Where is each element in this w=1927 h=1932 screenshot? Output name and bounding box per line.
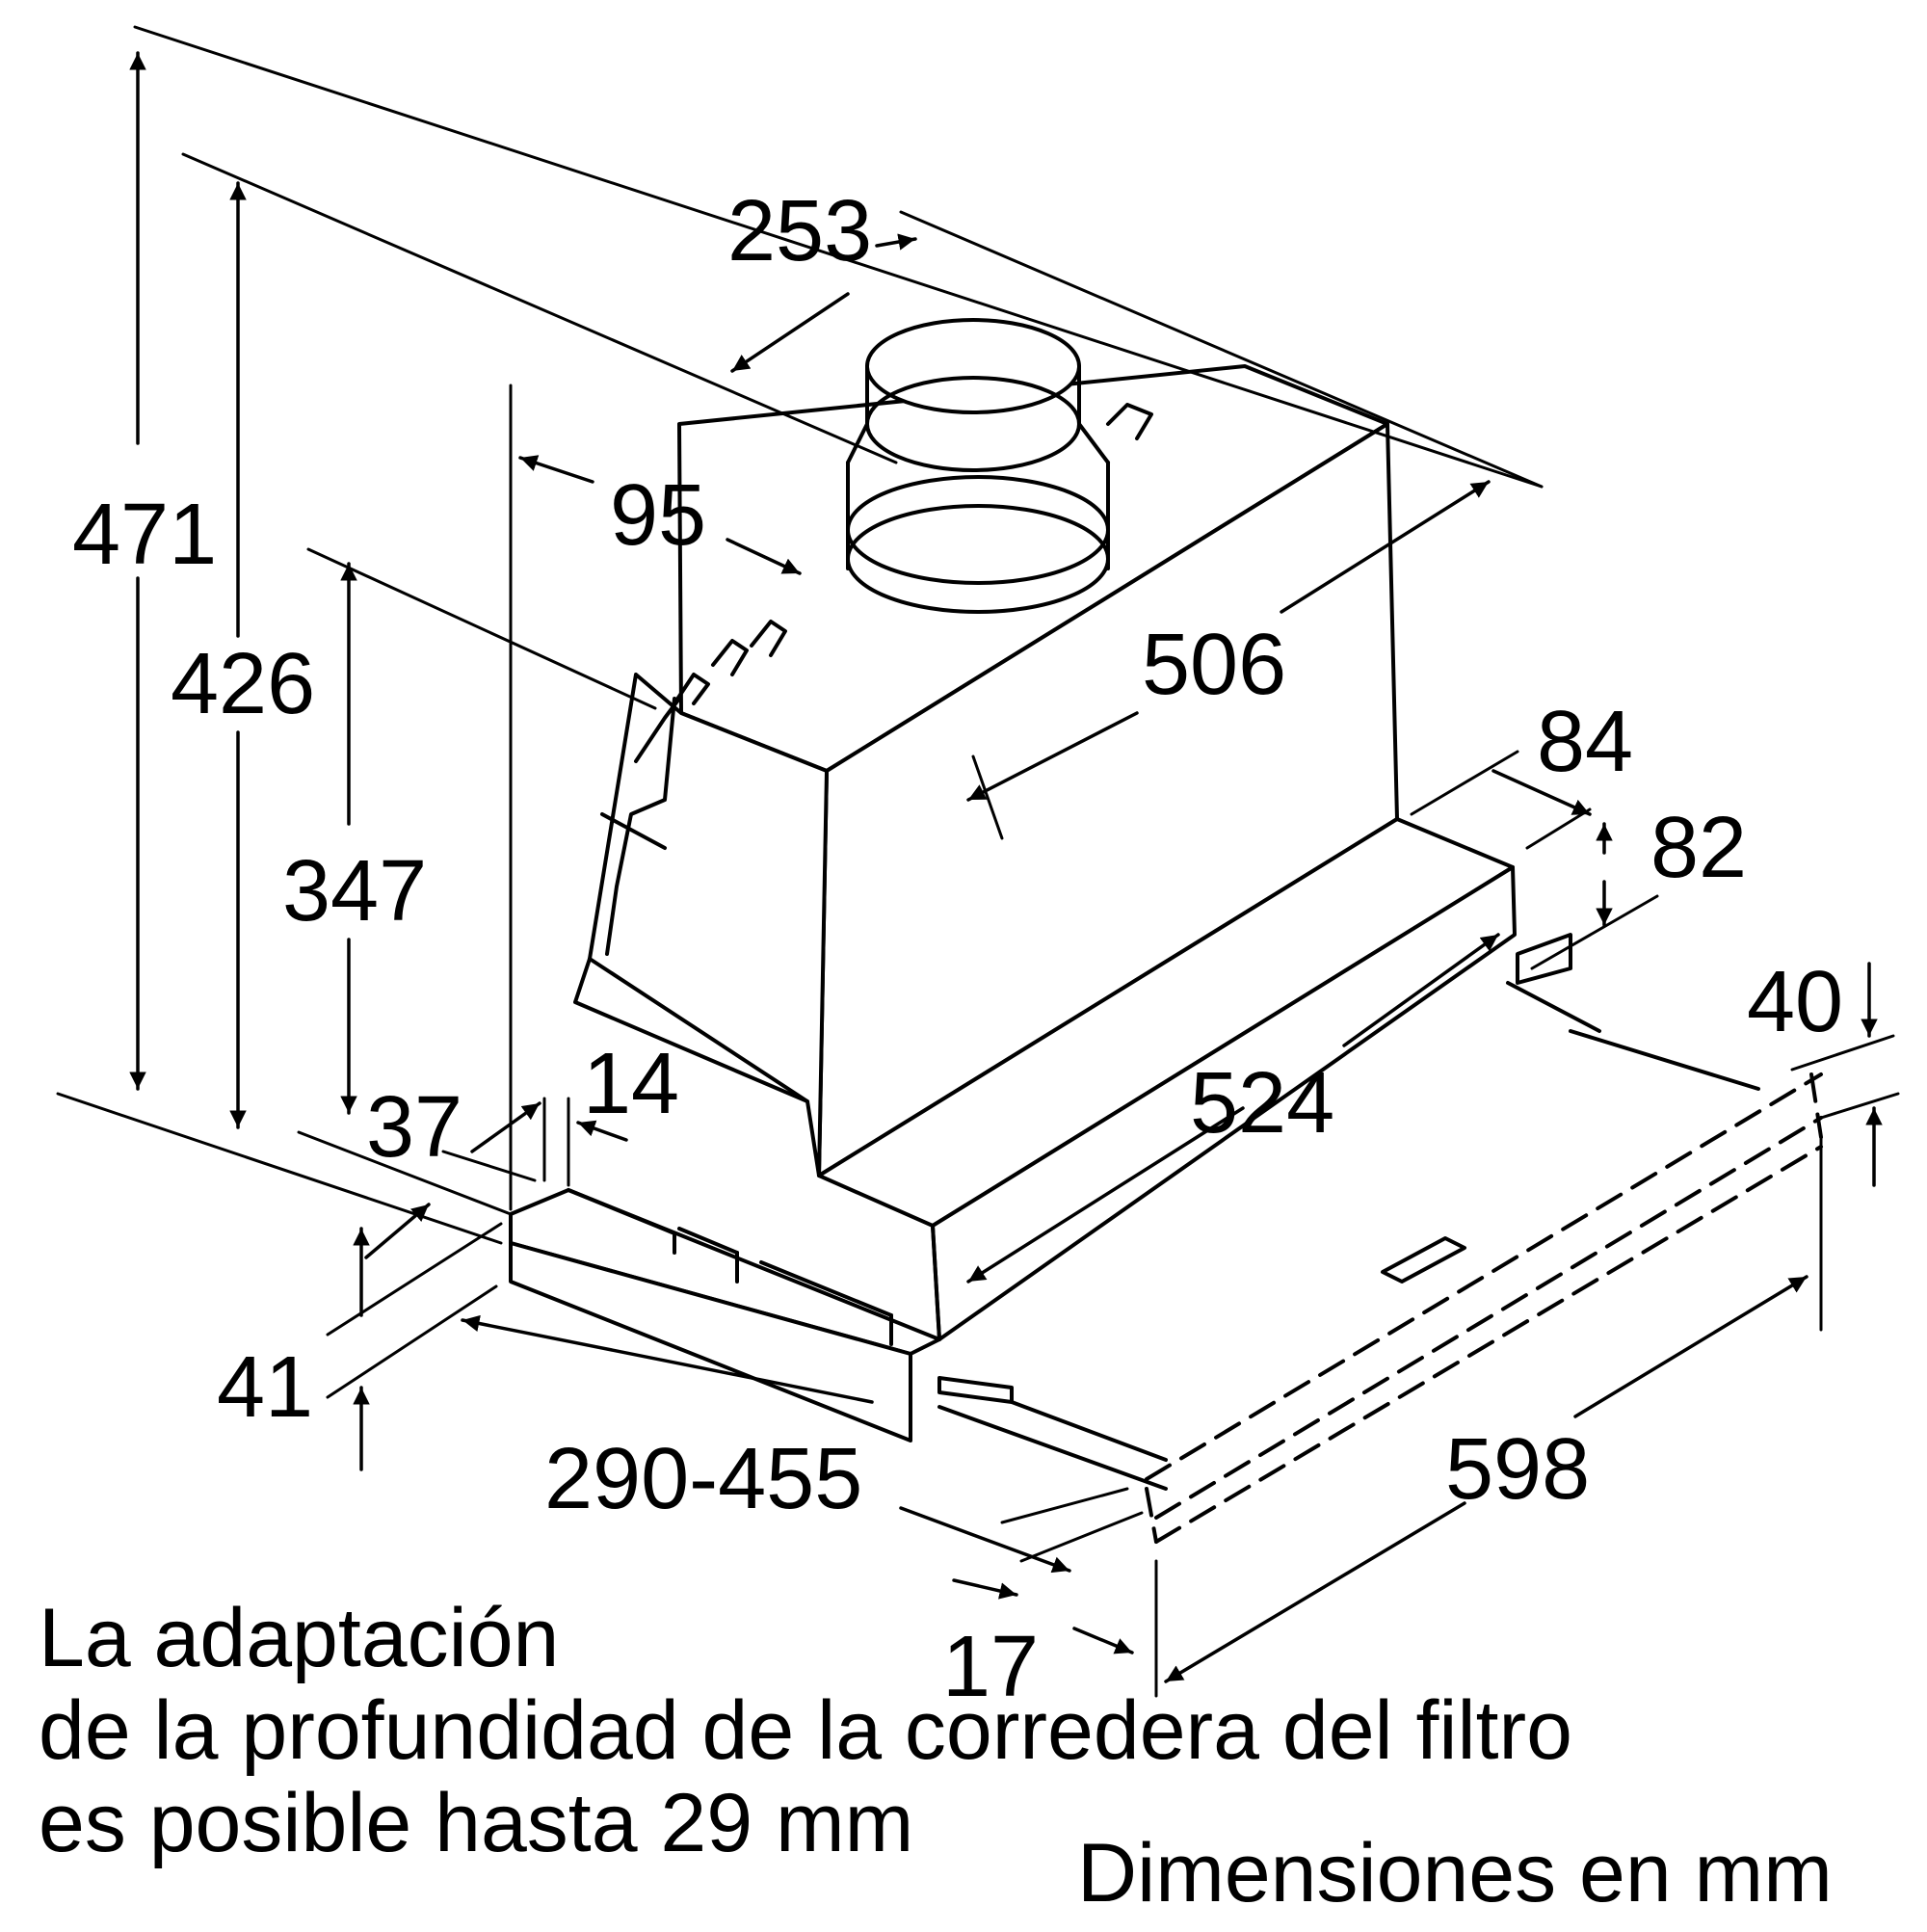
dim-290-455: 290-455 — [544, 1431, 862, 1527]
dim-41: 41 — [217, 1339, 313, 1436]
dim-347: 347 — [282, 843, 427, 940]
dim-14: 14 — [583, 1036, 679, 1132]
dashed-extension-outline — [1145, 1072, 1823, 1544]
extension-lines — [56, 25, 1900, 1698]
note-line-1: La adaptación — [39, 1592, 560, 1684]
dim-40: 40 — [1747, 954, 1843, 1050]
dim-598: 598 — [1445, 1421, 1590, 1518]
rail-tab — [1381, 1236, 1466, 1284]
dim-471: 471 — [72, 487, 217, 583]
dim-524: 524 — [1190, 1055, 1334, 1151]
dimension-labels: 253 95 471 426 347 506 84 82 40 524 37 1… — [72, 183, 1843, 1715]
dim-17: 17 — [942, 1619, 1039, 1715]
dimension-lines — [129, 51, 1883, 1683]
hood-body — [509, 364, 1760, 1491]
note-line-2: de la profundidad de la corredera del fi… — [39, 1684, 1573, 1777]
adjustment-note: La adaptación de la profundidad de la co… — [39, 1592, 1572, 1869]
dim-253: 253 — [727, 183, 872, 279]
dim-84: 84 — [1537, 694, 1633, 790]
dim-37: 37 — [366, 1079, 462, 1176]
dim-82: 82 — [1650, 800, 1747, 896]
note-line-3: es posible hasta 29 mm — [39, 1777, 914, 1869]
dim-426: 426 — [171, 636, 315, 732]
dim-95: 95 — [610, 467, 706, 564]
duct-collar — [846, 318, 1110, 614]
units-label: Dimensiones en mm — [1077, 1827, 1833, 1919]
dim-506: 506 — [1142, 617, 1286, 713]
